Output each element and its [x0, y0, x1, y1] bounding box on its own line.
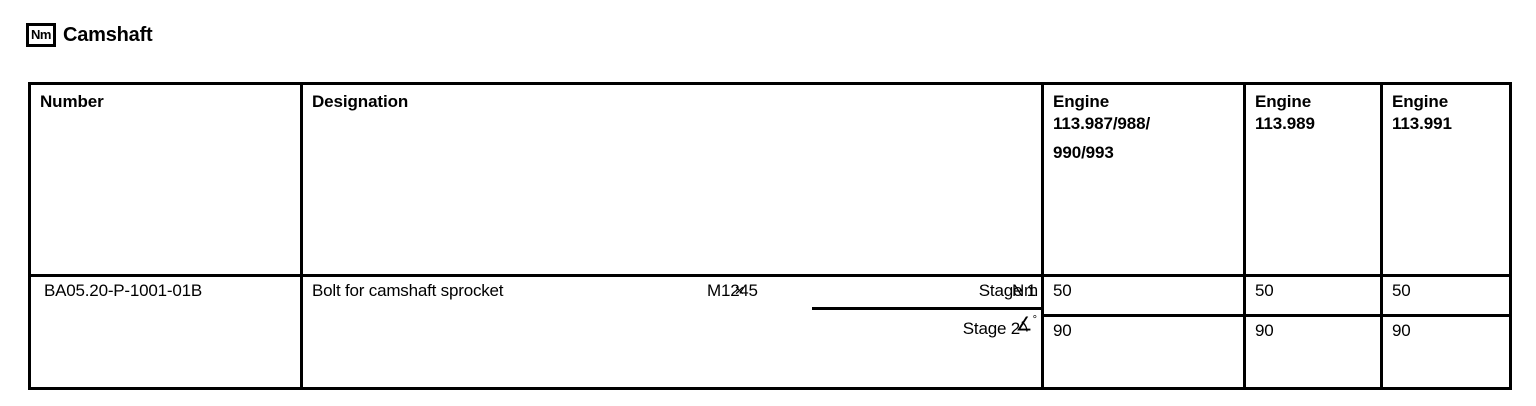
angle-degree-icon: ∡° — [997, 314, 1037, 336]
cell-stage1-engine2: 50 — [1244, 275, 1382, 317]
column-header-engine3-line1: Engine — [1392, 92, 1449, 111]
value-stage1-engine2: 50 — [1255, 281, 1274, 300]
table-row: 90 90 90 — [30, 316, 1511, 389]
column-header-engine3-line2: 113.991 — [1392, 113, 1452, 133]
header-cell-engine-1: Engine 113.987/988/ 990/993 — [1042, 83, 1245, 277]
multiply-icon: × — [734, 281, 745, 300]
header-cell-designation: Designation — [301, 83, 1043, 277]
table-row: BA05.20-P-1001-01B Bolt for camshaft spr… — [29, 275, 1511, 390]
column-header-engine1-line3: 990/993 — [1053, 142, 1114, 162]
header-cell-number: Number — [29, 83, 302, 277]
stage-1-label: Stage 1 — [978, 281, 1036, 300]
designation-text: Bolt for camshaft sprocket — [312, 281, 504, 300]
column-header-engine2-line1: Engine — [1255, 92, 1312, 111]
table-header-row: Number Designation Engine 113.987/988/ 9… — [29, 83, 1511, 277]
value-stage1-engine1: 50 — [1053, 281, 1072, 300]
cell-designation: Bolt for camshaft sprocket M12×45 Stage … — [301, 275, 1044, 390]
cell-part-number: BA05.20-P-1001-01B — [29, 275, 302, 390]
cell-stage2-engine3: 90 — [1382, 316, 1511, 389]
stage-1-unit: Nm — [1011, 281, 1038, 300]
cell-stage1-engine3: 50 — [1381, 275, 1511, 317]
newton-meter-icon: Nm — [26, 23, 56, 47]
fastener-size: M12×45 — [707, 281, 758, 301]
torque-specification-table: Number Designation Engine 113.987/988/ 9… — [28, 82, 1512, 390]
page-header: Nm Camshaft — [26, 20, 153, 50]
part-number-value: BA05.20-P-1001-01B — [44, 281, 203, 300]
value-stage2-engine3: 90 — [1392, 321, 1411, 340]
fastener-size-length: 45 — [739, 281, 758, 300]
page-title: Camshaft — [62, 23, 153, 46]
cell-stage1-engine1: 50 — [1042, 275, 1245, 317]
header-cell-engine-3: Engine 113.991 — [1381, 83, 1511, 277]
column-header-designation: Designation — [312, 92, 409, 111]
stage-divider — [812, 307, 1044, 310]
cell-stage2-engine2: 90 — [1245, 316, 1382, 389]
stage-2-label: Stage 2 — [962, 319, 1020, 338]
value-stage1-engine3: 50 — [1392, 281, 1411, 300]
column-header-engine2-line2: 113.989 — [1255, 113, 1315, 133]
fastener-size-thread: M12 — [707, 281, 740, 300]
header-cell-engine-2: Engine 113.989 — [1244, 83, 1382, 277]
column-header-engine1-line1: Engine — [1053, 92, 1110, 111]
angle-symbol: ∡ — [1015, 314, 1033, 336]
cell-stage2-engine1: 90 — [1043, 316, 1245, 389]
value-stage2-engine2: 90 — [1255, 321, 1274, 340]
value-stage2-engine1: 90 — [1053, 321, 1072, 340]
column-header-engine1-line2: 113.987/988/ — [1053, 113, 1151, 133]
column-header-number: Number — [40, 92, 104, 111]
degree-symbol: ° — [1032, 314, 1037, 326]
